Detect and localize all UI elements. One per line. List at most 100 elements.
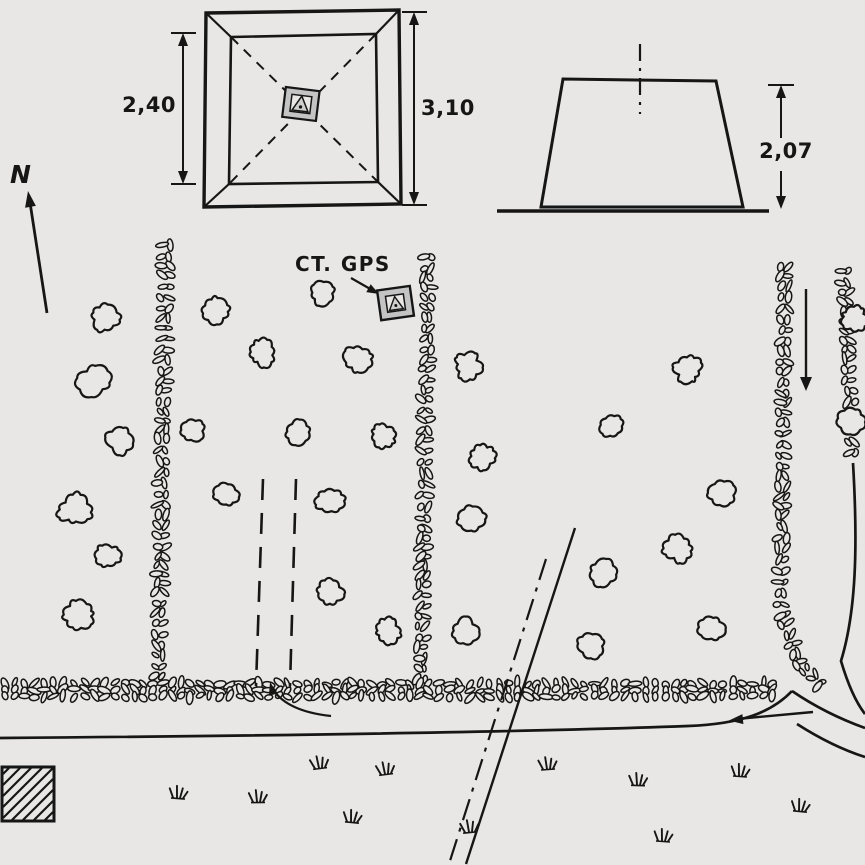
plan-dimension-right-label: 3,10 — [421, 96, 475, 120]
stone — [80, 677, 90, 687]
stone — [775, 366, 784, 376]
stone — [746, 691, 759, 700]
elevation-body — [539, 77, 745, 209]
grass-blade — [321, 756, 324, 769]
stone — [10, 691, 20, 701]
stone — [850, 397, 860, 407]
grass-tuft — [628, 772, 649, 787]
tree — [696, 615, 727, 642]
stone — [424, 364, 437, 374]
stone — [570, 677, 579, 689]
stone — [551, 694, 561, 701]
stone — [419, 346, 429, 354]
stone — [414, 621, 421, 631]
stone — [774, 451, 783, 460]
stone — [768, 688, 777, 703]
stone — [631, 691, 639, 703]
stone — [424, 466, 434, 480]
grass-blade — [315, 755, 320, 770]
stone — [812, 667, 819, 680]
stone — [419, 466, 426, 481]
grass-blade — [179, 787, 184, 800]
junction-curve — [791, 689, 865, 730]
stone — [155, 293, 165, 303]
grass-blade — [791, 800, 796, 812]
stone — [456, 691, 463, 702]
stone — [783, 641, 794, 650]
stone — [421, 323, 428, 334]
ct-gps-callout: CT. GPS — [295, 252, 389, 294]
stone — [679, 690, 689, 704]
stone — [840, 364, 849, 376]
road-arrow-down-icon — [800, 377, 812, 391]
stone — [155, 313, 167, 323]
dashed-track — [254, 478, 332, 718]
grass-base — [792, 809, 807, 814]
stone — [421, 634, 432, 643]
plan-corner-line — [203, 183, 230, 208]
stone — [162, 489, 169, 500]
stone — [837, 288, 847, 297]
stone — [812, 680, 823, 693]
stone — [163, 467, 170, 478]
stone — [776, 376, 785, 389]
stone — [781, 365, 793, 377]
tree — [341, 345, 375, 374]
stone — [476, 676, 484, 689]
grass-blade — [537, 759, 544, 771]
stone — [155, 269, 169, 281]
stone — [415, 577, 422, 591]
grass-tuft — [537, 756, 558, 771]
tree — [200, 294, 232, 327]
grass-blade — [549, 757, 553, 770]
grass-blade — [465, 819, 470, 834]
hatch-line — [2, 767, 43, 808]
stone — [150, 628, 159, 641]
stone — [424, 458, 434, 466]
stone — [843, 437, 853, 447]
tree — [313, 487, 347, 514]
stone — [841, 351, 848, 366]
stone — [805, 675, 817, 682]
stone — [419, 643, 429, 651]
stone — [428, 292, 437, 303]
stone — [579, 692, 589, 701]
stone — [788, 648, 798, 662]
stone — [397, 691, 406, 701]
stone — [155, 384, 164, 396]
stone — [424, 407, 434, 414]
stone — [167, 689, 178, 702]
tree — [315, 576, 347, 606]
stone — [427, 332, 434, 345]
grass-base — [344, 821, 359, 824]
arrowhead-up-icon — [178, 33, 188, 46]
building-hatch — [2, 767, 54, 821]
stone — [778, 325, 786, 336]
tree — [835, 406, 865, 437]
stone — [578, 685, 590, 693]
stone — [840, 375, 849, 386]
stone — [842, 395, 852, 410]
stone — [770, 579, 785, 585]
grass-blade — [262, 793, 268, 803]
tree — [55, 490, 94, 525]
grass-blade — [342, 811, 348, 823]
stone — [804, 662, 810, 672]
stone — [415, 600, 425, 612]
stone — [415, 550, 427, 563]
stone — [774, 407, 783, 418]
plan-monument-triangle-icon — [290, 94, 310, 113]
tree — [450, 615, 481, 646]
stone — [687, 692, 697, 702]
stone — [152, 519, 162, 531]
grass-blade — [168, 787, 174, 799]
stone — [846, 344, 857, 354]
stone — [110, 692, 120, 701]
tree — [104, 425, 135, 458]
stone — [412, 590, 423, 601]
stone — [773, 611, 787, 622]
stone — [131, 690, 138, 703]
north-label: N — [10, 160, 31, 189]
plan-corner-line — [375, 9, 400, 35]
stone — [416, 524, 426, 533]
